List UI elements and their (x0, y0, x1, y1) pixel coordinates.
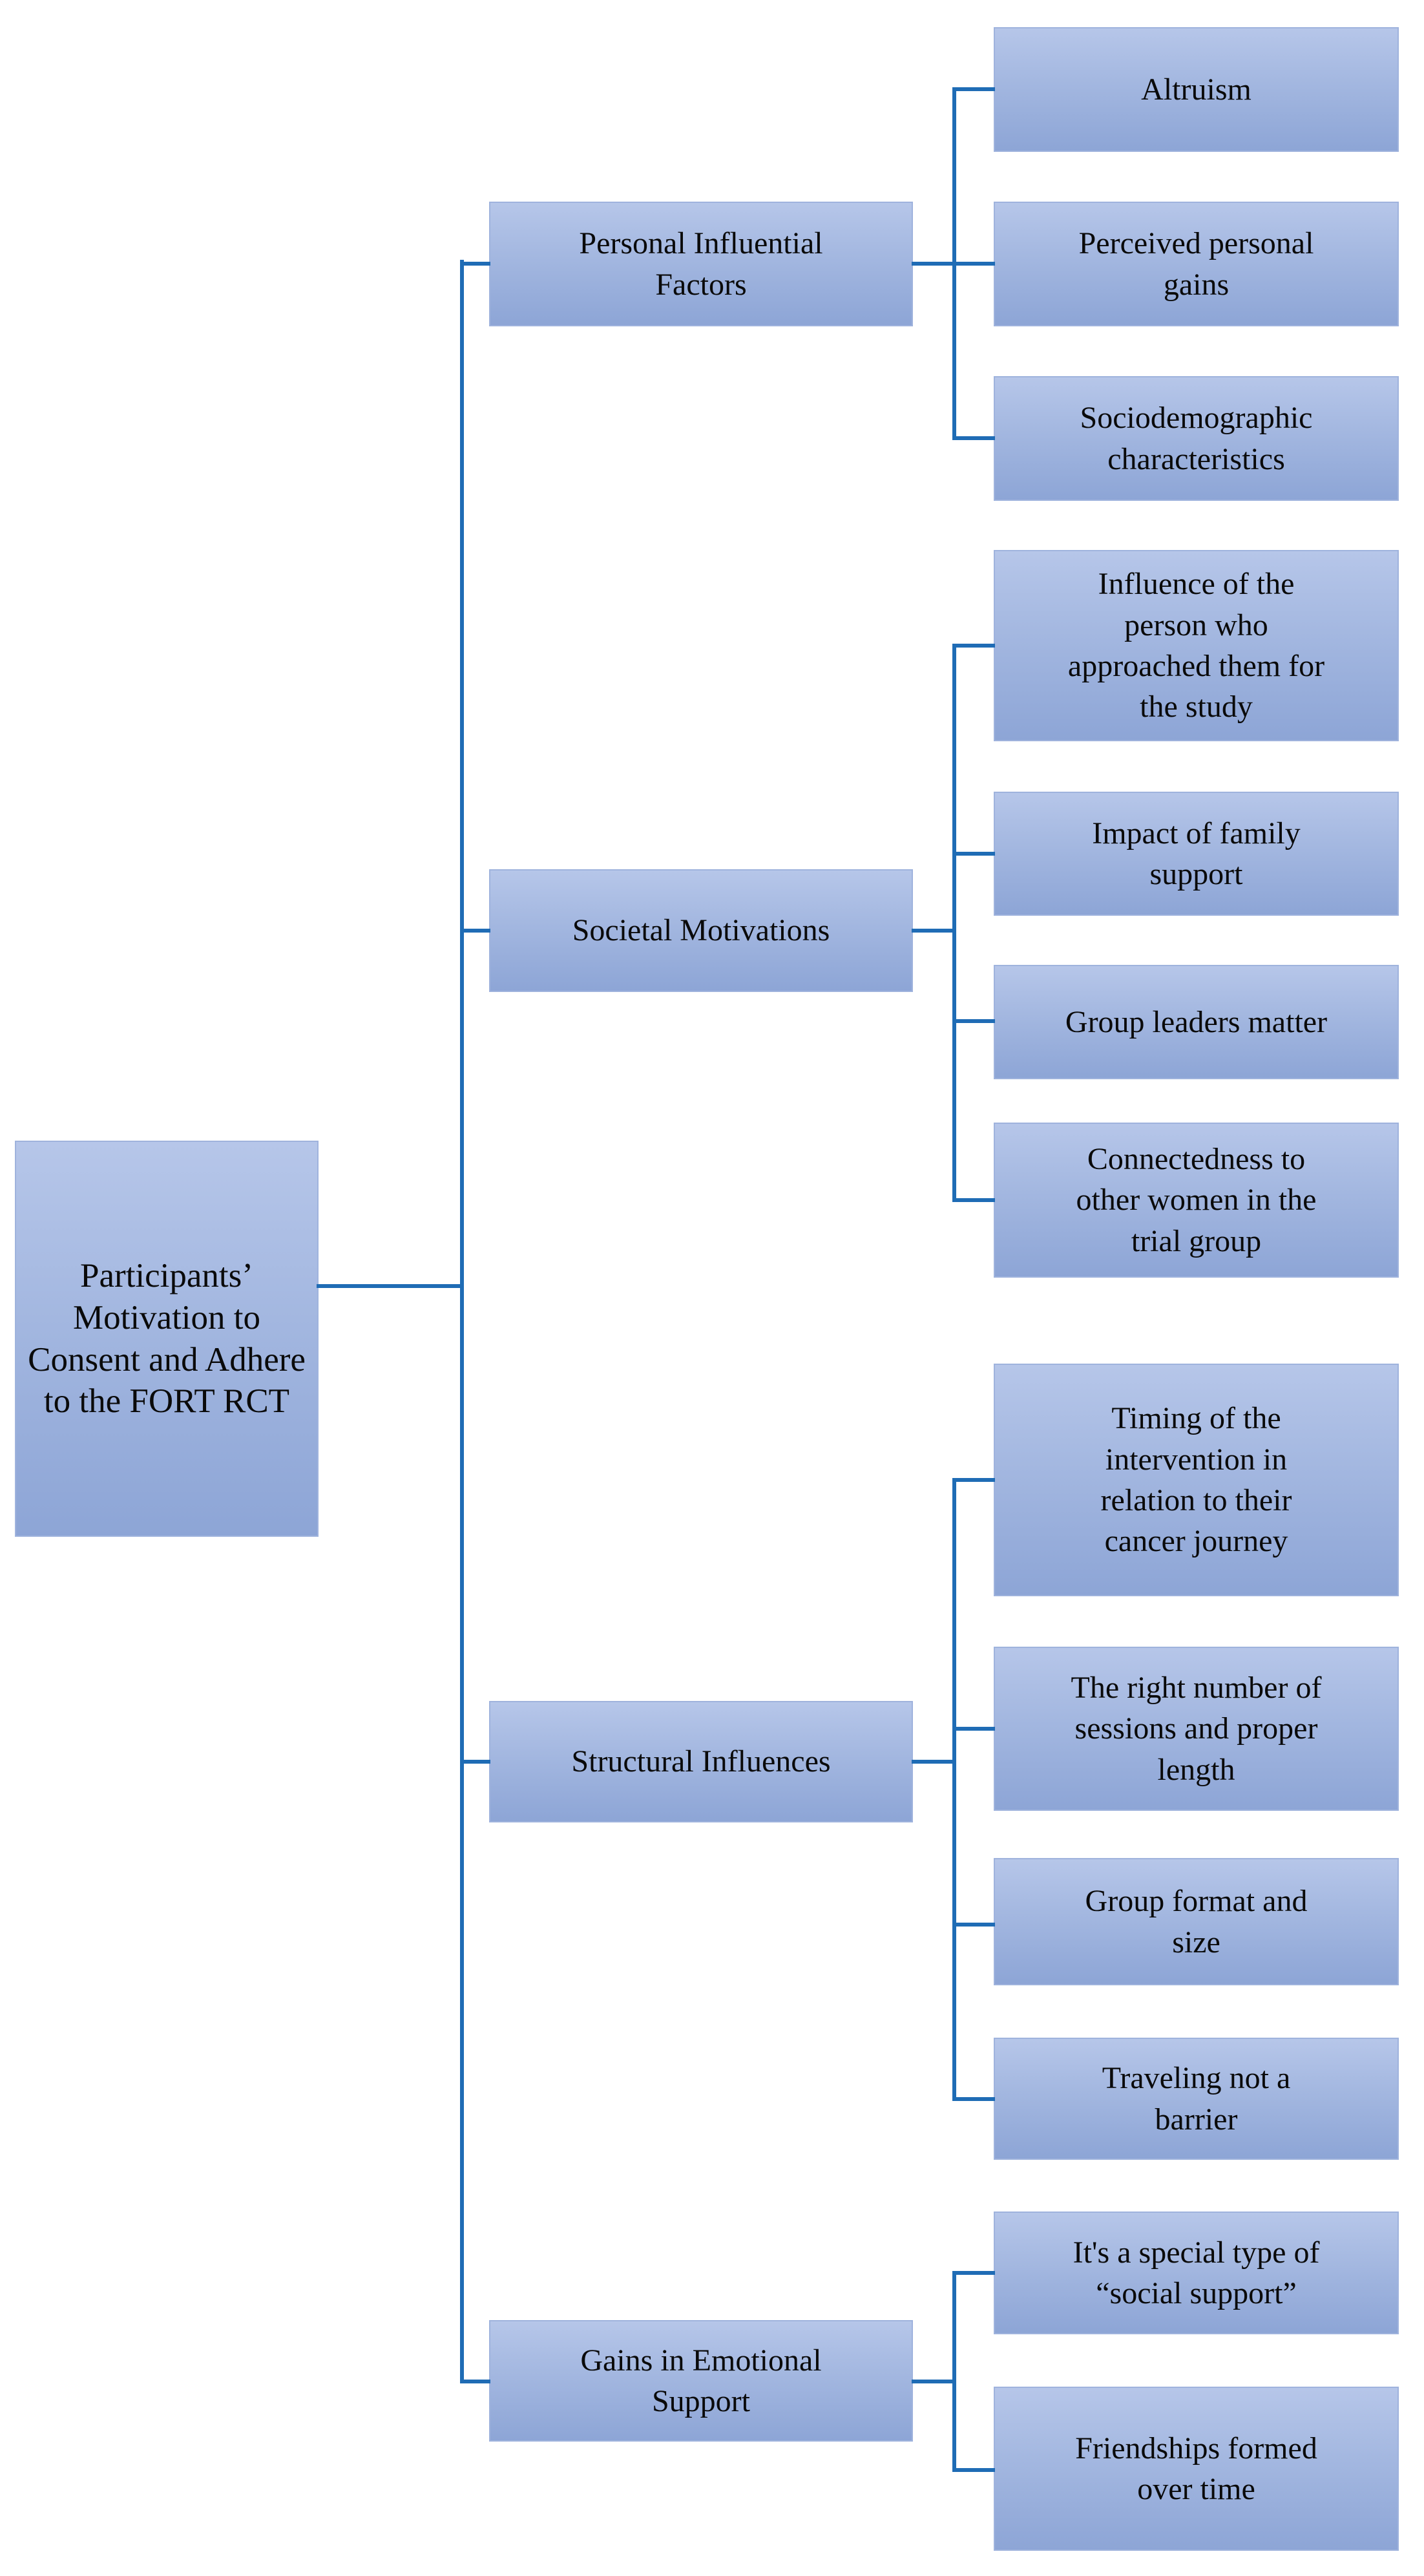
connector-stub-altruism (952, 87, 995, 91)
connector-stub-friendships (952, 2468, 995, 2472)
connector-societal-right-stub (912, 929, 955, 933)
connector-stub-timing (952, 1478, 995, 1482)
connector-stub-gains (460, 2380, 490, 2383)
leaf-node-impact-of-family-support: Impact of family support (994, 792, 1399, 916)
leaf-node-friendships-formed-over-time: Friendships formed over time (994, 2387, 1399, 2551)
leaf-node-sociodemographic-characteristics: Sociodemographic characteristics (994, 376, 1399, 501)
leaf-node-group-format-and-size: Group format and size (994, 1858, 1399, 1985)
connector-stub-group-leaders (952, 1019, 995, 1023)
connector-stub-traveling (952, 2097, 995, 2101)
leaf-node-influence-of-person: Influence of the person who approached t… (994, 550, 1399, 741)
leaf-node-traveling-not-a-barrier: Traveling not a barrier (994, 2038, 1399, 2160)
branch-node-structural-influences: Structural Influences (489, 1701, 913, 1822)
connector-stub-connectedness (952, 1198, 995, 1202)
connector-stub-structural (460, 1760, 490, 1764)
connector-stub-personal (460, 262, 490, 266)
connector-stub-family-support (952, 852, 995, 856)
root-node-participants-motivation: Participants’ Motivation to Consent and … (15, 1141, 319, 1537)
leaf-node-special-type-of-social-support: It's a special type of “social support” (994, 2212, 1399, 2334)
connector-stub-influence-of-person (952, 644, 995, 648)
connector-societal-child-trunk (952, 644, 956, 1202)
connector-stub-sessions (952, 1727, 995, 1731)
connector-main-trunk (460, 260, 464, 2383)
connector-gains-right-stub (912, 2380, 955, 2383)
leaf-node-timing-of-intervention: Timing of the intervention in relation t… (994, 1364, 1399, 1596)
connector-stub-perceived-gains (952, 262, 995, 266)
connector-personal-right-stub (912, 262, 955, 266)
connector-structural-child-trunk (952, 1478, 956, 2101)
connector-structural-right-stub (912, 1760, 955, 1764)
branch-node-gains-in-emotional-support: Gains in Emotional Support (489, 2320, 913, 2442)
branch-node-societal-motivations: Societal Motivations (489, 869, 913, 992)
leaf-node-altruism: Altruism (994, 27, 1399, 152)
leaf-node-perceived-personal-gains: Perceived personal gains (994, 202, 1399, 326)
connector-stub-sociodemographic (952, 436, 995, 440)
leaf-node-connectedness-to-other-women: Connectedness to other women in the tria… (994, 1123, 1399, 1278)
connector-gains-child-trunk (952, 2271, 956, 2472)
connector-stub-social-support (952, 2271, 995, 2275)
connector-stub-societal (460, 929, 490, 933)
connector-root-stub (317, 1284, 463, 1288)
connector-stub-group-format (952, 1923, 995, 1927)
leaf-node-right-number-of-sessions: The right number of sessions and proper … (994, 1647, 1399, 1811)
branch-node-personal-influential-factors: Personal Influential Factors (489, 202, 913, 326)
leaf-node-group-leaders-matter: Group leaders matter (994, 965, 1399, 1079)
